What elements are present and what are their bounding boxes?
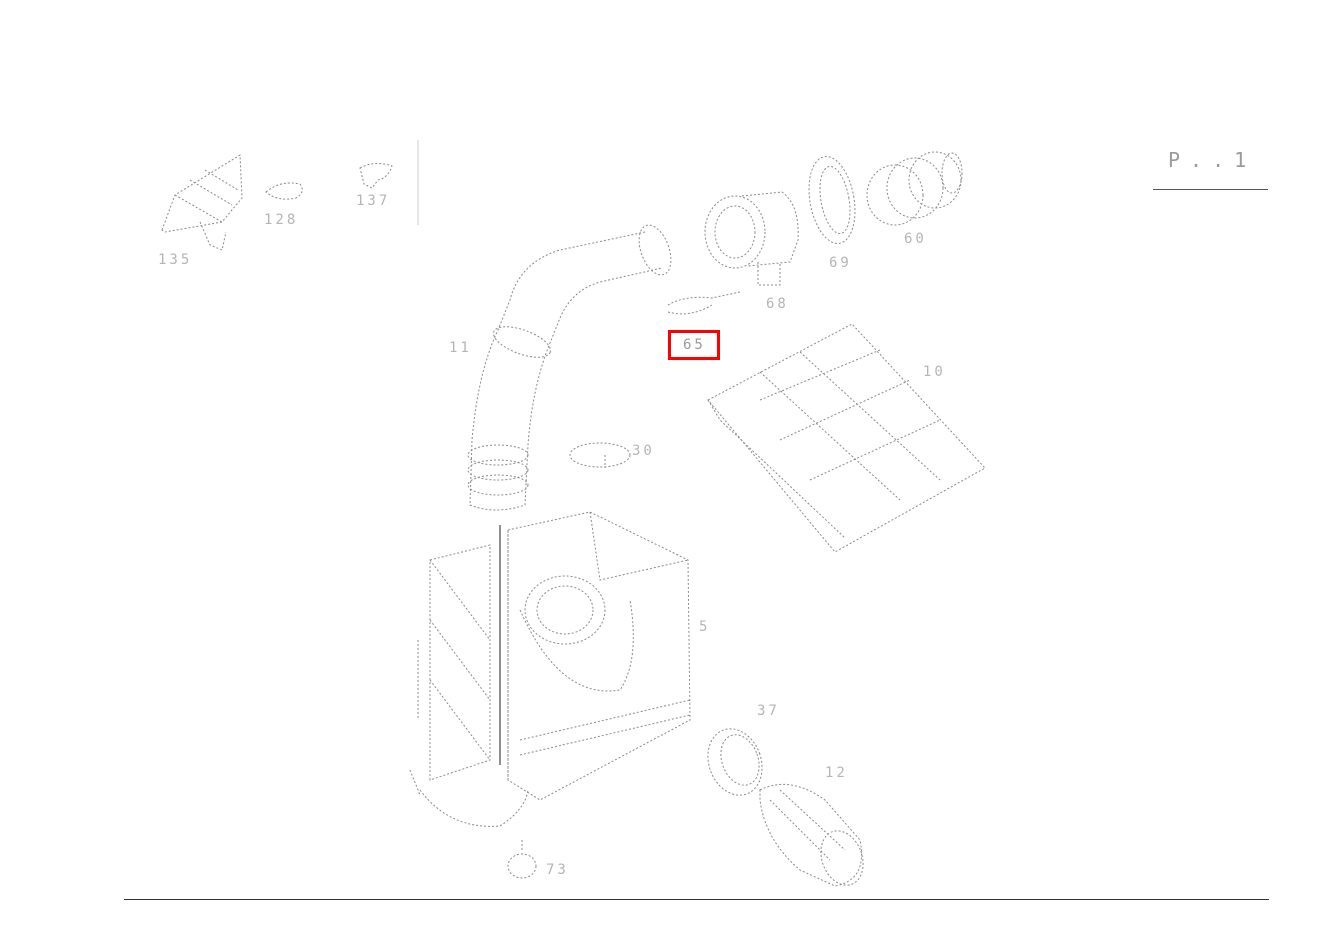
plate-underline: [1153, 189, 1268, 190]
part-68-air-flow-housing-icon: [704, 191, 799, 286]
part-30-clip-icon: [569, 442, 631, 468]
callout-5[interactable]: 5: [699, 619, 711, 635]
callout-12[interactable]: 12: [825, 765, 848, 781]
part-73-grommet-icon: [507, 840, 537, 879]
selected-callout-highlight: [668, 330, 720, 360]
part-69-seal-ring-icon: [808, 156, 856, 244]
part-128-clip-icon: [265, 182, 303, 200]
part-11-intake-hose-icon: [467, 224, 672, 511]
callout-68[interactable]: 68: [766, 296, 789, 312]
callout-135[interactable]: 135: [158, 252, 193, 268]
part-65-hose-clamp-icon: [667, 291, 741, 315]
part-10-air-filter-element-icon: [707, 323, 986, 553]
part-12-bellows-hose-icon: [759, 783, 864, 887]
plate-label: P..1: [1168, 148, 1257, 172]
callout-73[interactable]: 73: [546, 862, 569, 878]
callout-137[interactable]: 137: [356, 193, 391, 209]
callout-65[interactable]: 65: [683, 337, 706, 353]
callout-60[interactable]: 60: [904, 231, 927, 247]
part-60-bellows-icon: [866, 151, 963, 226]
part-135-bracket-icon: [161, 154, 243, 251]
callout-128[interactable]: 128: [264, 212, 299, 228]
callout-37[interactable]: 37: [757, 703, 780, 719]
callout-10[interactable]: 10: [923, 364, 946, 380]
part-37-ring-icon: [707, 728, 763, 796]
part-5-filter-housing-icon: [409, 511, 691, 827]
callout-69[interactable]: 69: [829, 255, 852, 271]
callout-11[interactable]: 11: [449, 340, 472, 356]
callout-30[interactable]: 30: [632, 443, 655, 459]
bottom-rule: [124, 899, 1269, 900]
part-137-fastener-icon: [359, 162, 393, 189]
